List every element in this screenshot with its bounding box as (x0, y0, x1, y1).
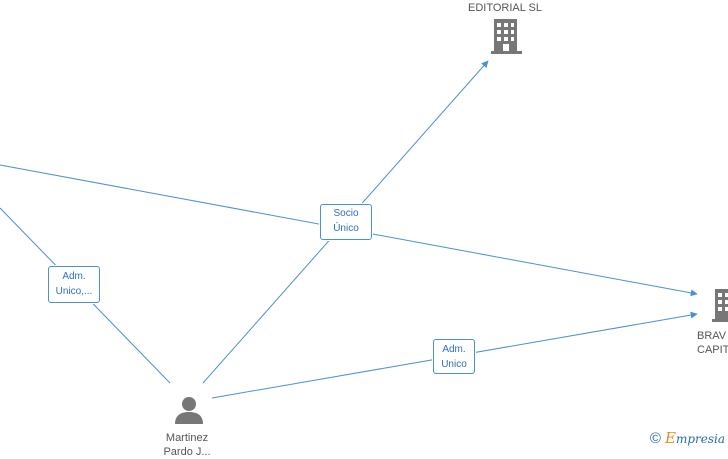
brand-watermark: ©Empresia (650, 429, 725, 447)
edge-label-adm-unico-right[interactable]: Adm. Unico (433, 339, 475, 374)
brand-name: mpresia (675, 432, 725, 446)
node-label-editorial[interactable]: EDITORIAL SL (468, 2, 542, 14)
node-label-bravo-line1: BRAV (697, 330, 727, 342)
edge-label-socio-unico-line2: Único (333, 223, 359, 234)
copyright-icon: © (649, 430, 661, 447)
edge-label-socio-unico-line1: Socio (333, 208, 359, 219)
edge-label-adm-unico-left[interactable]: Adm. Unico,... (48, 266, 100, 303)
brand-initial: E (664, 429, 676, 447)
person-icon[interactable] (174, 396, 204, 424)
node-label-martinez-line2: Pardo J... (163, 446, 211, 458)
building-icon[interactable] (712, 289, 728, 323)
edge-label-socio-unico[interactable]: Socio Único (320, 204, 372, 240)
building-icon[interactable] (491, 19, 522, 55)
edge-label-adm-unico-left-line2: Unico,... (55, 286, 93, 297)
edge-label-adm-unico-right-line2: Unico (441, 359, 467, 370)
node-label-bravo-line2: CAPIT (697, 344, 728, 356)
edge-label-adm-unico-left-line1: Adm. (62, 271, 86, 282)
edge-label-adm-unico-right-line1: Adm. (442, 344, 466, 355)
node-label-martinez-line1: Martinez (165, 432, 209, 444)
node-label-martinez[interactable]: Martinez Pardo J... (147, 431, 227, 459)
node-label-bravo[interactable]: BRAV CAPIT (697, 329, 728, 357)
